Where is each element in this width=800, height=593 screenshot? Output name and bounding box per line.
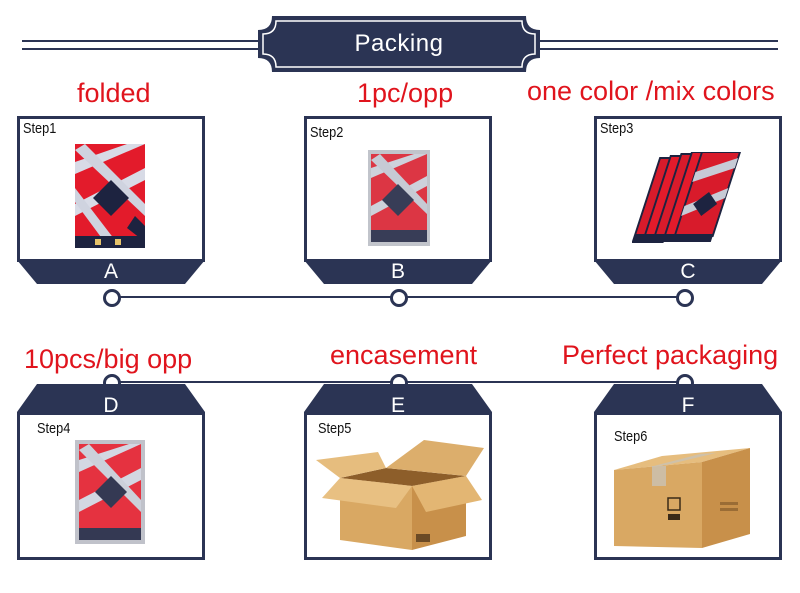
step-letter: B (390, 260, 405, 283)
step-letter: F (681, 394, 695, 417)
timeline-node-a (103, 289, 121, 307)
fanned-scarf-stack-image (632, 152, 742, 243)
step-letter: E (390, 394, 405, 417)
caption-step4: 10pcs/big opp (24, 344, 193, 374)
step-card-a: Step1 A (17, 116, 205, 296)
open-carton-box-image (316, 440, 484, 550)
step-card-c: Step3 C (594, 116, 782, 296)
scarf-in-opp-bag-image (368, 150, 430, 246)
step-label: Step1 (23, 120, 57, 137)
sealed-carton-box-image (614, 448, 750, 548)
step-label: Step4 (37, 420, 71, 437)
caption-step3: one color /mix colors (527, 76, 775, 106)
caption-step2: 1pc/opp (357, 78, 454, 108)
step-label: Step2 (310, 124, 344, 141)
page-title: Packing (354, 30, 444, 57)
step-card-f: F Step6 (594, 382, 782, 566)
step-label: Step5 (318, 420, 352, 437)
step-letter: D (103, 394, 119, 417)
header-rule-right-bottom (540, 48, 778, 50)
header-rule-left-bottom (22, 48, 260, 50)
caption-step5: encasement (330, 340, 478, 370)
scarves-in-big-opp-bag-image (75, 440, 145, 544)
step-letter: A (103, 260, 118, 283)
letter-tab (304, 260, 492, 296)
letter-tab (594, 382, 782, 418)
step-card-b: Step2 B (304, 116, 492, 296)
timeline-node-b (390, 289, 408, 307)
caption-step1: folded (77, 78, 151, 108)
step-label: Step6 (614, 428, 648, 445)
letter-tab (594, 260, 782, 296)
header-badge: Packing (258, 16, 540, 72)
caption-step6: Perfect packaging (562, 340, 779, 370)
step-card-d: D Step4 (17, 382, 205, 566)
folded-scarf-image (75, 144, 145, 248)
letter-tab (17, 260, 205, 296)
timeline-node-c (676, 289, 694, 307)
letter-tab (17, 382, 205, 418)
header-rule-left-top (22, 40, 260, 42)
header-rule-right-top (540, 40, 778, 42)
letter-tab (304, 382, 492, 418)
step-card-e: E Step5 (304, 382, 492, 566)
step-label: Step3 (600, 120, 634, 137)
step-letter: C (680, 260, 696, 283)
